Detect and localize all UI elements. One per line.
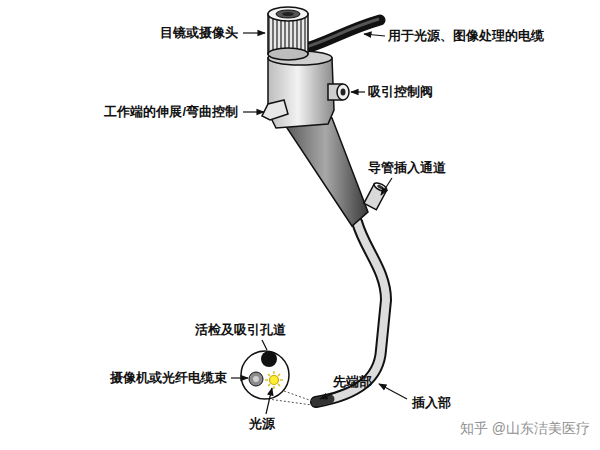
- part-label: 摄像机或光纤电缆束: [110, 370, 227, 386]
- watermark: 知乎 @山东洁美医疗: [460, 420, 590, 436]
- channel-port: [364, 181, 388, 210]
- part-label: 先端部: [333, 374, 372, 390]
- inset-guide: [284, 391, 312, 401]
- fiber-bundle-core: [253, 376, 259, 382]
- inset-guide: [268, 399, 312, 405]
- part-label: 用于光源、图像处理的电缆: [388, 28, 544, 44]
- insertion-tube-outline: [316, 222, 386, 402]
- part-label: 活检及吸引孔道: [195, 322, 286, 338]
- distal-tip: [316, 399, 330, 402]
- part-label: 工作端的伸展/弯曲控制: [104, 104, 238, 120]
- part-label: 目镜或摄像头: [160, 25, 238, 41]
- tip-cross-section: [241, 351, 289, 399]
- light-source: [265, 371, 283, 389]
- cable: [300, 20, 380, 50]
- part-label: 插入部: [412, 395, 451, 411]
- bending-lever: [262, 100, 288, 120]
- suction-valve: [328, 84, 349, 100]
- part-label: 光源: [249, 416, 275, 432]
- biopsy-channel: [261, 351, 277, 367]
- insertion-tube: [316, 222, 386, 402]
- fiber-bundle: [249, 372, 263, 386]
- part-label: 吸引控制阀: [368, 84, 433, 100]
- handle: [283, 118, 368, 226]
- eyepiece: [268, 7, 308, 60]
- cable-highlight: [302, 19, 379, 48]
- part-label: 导管插入通道: [368, 160, 446, 176]
